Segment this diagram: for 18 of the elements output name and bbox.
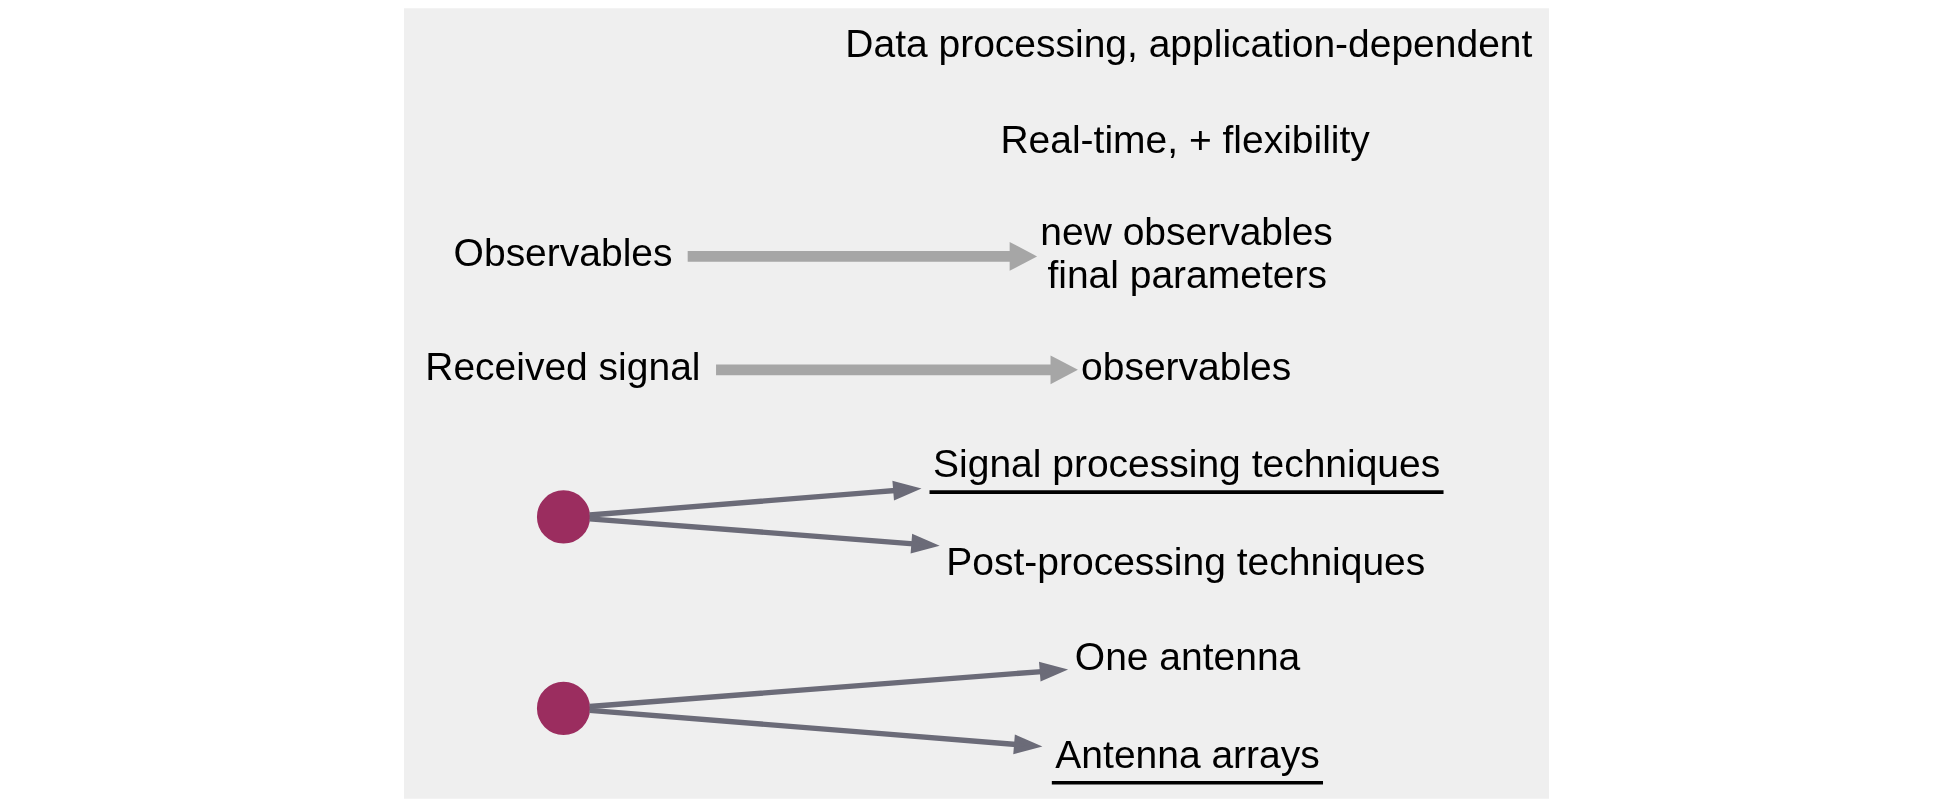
node-text: Signal processing techniques xyxy=(933,442,1441,486)
arrow xyxy=(687,242,1038,271)
label: Data processing, application-dependent xyxy=(845,22,1533,66)
arrow xyxy=(716,355,1078,385)
arrow xyxy=(589,480,922,518)
node-text: Post-processing techniques xyxy=(946,539,1426,583)
arrow xyxy=(589,707,1043,755)
arrow xyxy=(589,516,940,554)
arrow xyxy=(589,661,1069,710)
node-text: observables xyxy=(1081,344,1292,388)
node-text: Antenna arrays xyxy=(1055,732,1320,776)
node-circle xyxy=(536,490,591,544)
node-circle xyxy=(536,681,591,735)
node-text: Received signal xyxy=(425,344,701,388)
node-text: new observables final parameters xyxy=(1040,210,1333,296)
node-text: Observables xyxy=(453,231,673,275)
node-text: One antenna xyxy=(1074,635,1301,679)
label: Real-time, + flexibility xyxy=(1000,117,1370,161)
